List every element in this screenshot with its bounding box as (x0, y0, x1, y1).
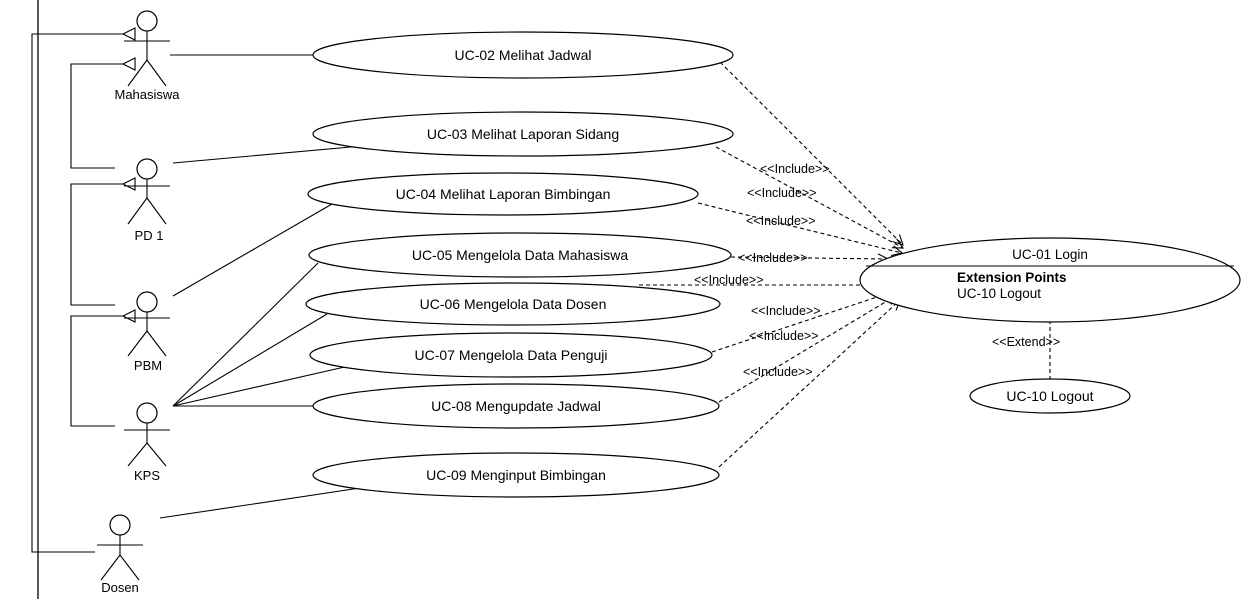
use-case-uc09[interactable]: UC-09 Menginput Bimbingan (312, 452, 720, 498)
extend-label: <<Extend>> (992, 335, 1060, 349)
use-case-label: UC-10 Logout (1006, 388, 1093, 404)
actor-label: Dosen (101, 580, 139, 595)
include-lines (639, 61, 903, 468)
login-label: UC-01 Login (1012, 247, 1088, 262)
use-case-label: UC-08 Mengupdate Jadwal (431, 398, 601, 414)
use-case-uc04[interactable]: UC-04 Melihat Laporan Bimbingan (307, 172, 699, 216)
use-case-label: UC-04 Melihat Laporan Bimbingan (396, 186, 611, 202)
use-case-uc02[interactable]: UC-02 Melihat Jadwal (312, 31, 734, 79)
actor-kps[interactable]: KPS (124, 402, 170, 483)
include-label: <<Include>> (743, 365, 813, 379)
use-case-uc01-login[interactable]: UC-01 Login Extension Points UC-10 Logou… (859, 237, 1241, 323)
include-label: <<Include>> (738, 251, 808, 265)
actor-label: KPS (134, 468, 160, 483)
include-label: <<Include>> (749, 329, 819, 343)
use-case-label: UC-09 Menginput Bimbingan (426, 467, 606, 483)
use-case-label: UC-02 Melihat Jadwal (455, 47, 592, 63)
include-label: <<Include>> (746, 214, 816, 228)
use-case-uc10[interactable]: UC-10 Logout (969, 378, 1131, 414)
use-case-uc05[interactable]: UC-05 Mengelola Data Mahasiswa (308, 232, 732, 278)
include-label: <<Include>> (694, 273, 764, 287)
actor-label: PD 1 (135, 228, 164, 243)
actor-label: Mahasiswa (114, 87, 180, 102)
actor-dosen[interactable]: Dosen (97, 514, 143, 595)
use-case-uc03[interactable]: UC-03 Melihat Laporan Sidang (312, 111, 734, 157)
actor-label: PBM (134, 358, 162, 373)
association-lines (159, 54, 363, 519)
actor-mahasiswa[interactable]: Mahasiswa (114, 10, 180, 102)
actor-pbm[interactable]: PBM (124, 291, 170, 373)
include-label: <<Include>> (751, 304, 821, 318)
extension-point-item: UC-10 Logout (957, 286, 1041, 301)
include-labels: <<Include>> <<Include>> <<Include>> <<In… (694, 162, 830, 379)
use-case-label: UC-06 Mengelola Data Dosen (420, 296, 607, 312)
use-case-label: UC-05 Mengelola Data Mahasiswa (412, 247, 629, 263)
extension-points-title: Extension Points (957, 270, 1067, 285)
use-case-uc08[interactable]: UC-08 Mengupdate Jadwal (312, 383, 720, 429)
use-case-label: UC-03 Melihat Laporan Sidang (427, 126, 619, 142)
use-case-uc07[interactable]: UC-07 Mengelola Data Penguji (309, 332, 713, 378)
use-case-uc06[interactable]: UC-06 Mengelola Data Dosen (305, 282, 721, 326)
use-case-label: UC-07 Mengelola Data Penguji (415, 347, 608, 363)
include-label: <<Include>> (747, 186, 817, 200)
include-label: <<Include>> (760, 162, 830, 176)
generalization-lines (31, 34, 123, 553)
actor-pd1[interactable]: PD 1 (124, 158, 170, 243)
